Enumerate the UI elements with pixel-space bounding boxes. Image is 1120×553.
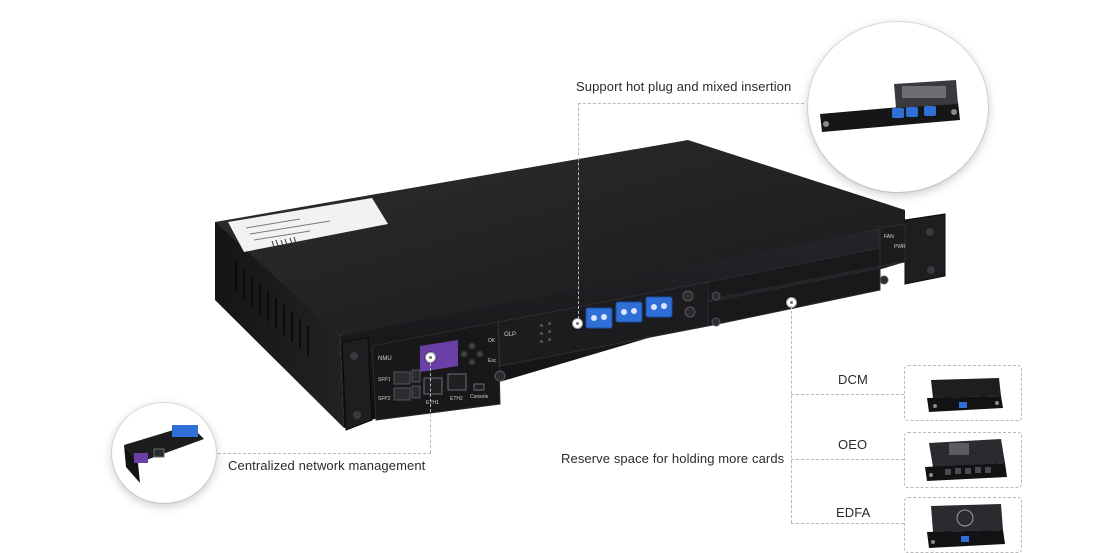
edfa-card-image — [927, 504, 1005, 548]
eth1-port — [423, 377, 443, 395]
card-label-oeo: OEO — [838, 437, 868, 452]
side-vents — [235, 262, 309, 356]
ok-label: OK — [488, 338, 496, 344]
hot-plug-card-image — [820, 80, 960, 132]
nmu-label: NMU — [378, 356, 392, 362]
hot-plug-leader-v — [578, 103, 579, 319]
sticker-barcode — [271, 236, 297, 248]
nmu-leader-h — [213, 453, 431, 454]
nmu-card-image — [124, 425, 204, 483]
oeo-card-image — [925, 439, 1007, 481]
edfa-card-box[interactable] — [904, 497, 1022, 553]
reserve-leader-v — [791, 306, 792, 523]
rack-ear-left — [341, 337, 373, 431]
pwr-fan-module — [879, 223, 906, 267]
sfp-port-2 — [393, 387, 411, 401]
callout-network-management: Centralized network management — [228, 458, 426, 473]
nmu-leader-v — [430, 363, 431, 453]
esc-label: Esc — [488, 358, 497, 364]
hot-plug-zoom-circle — [808, 22, 988, 192]
callout-hot-plug: Support hot plug and mixed insertion — [576, 79, 792, 94]
hot-plug-leader-h — [578, 103, 804, 104]
sfp2-label: SFP2 — [378, 396, 391, 402]
nmu-marker[interactable] — [425, 352, 436, 363]
status-leds — [540, 322, 551, 343]
olp-label: OLP — [504, 332, 516, 338]
chassis-top-panel — [215, 140, 905, 336]
reserve-leader-dcm — [791, 394, 904, 395]
eth1-label: ETH1 — [426, 400, 439, 406]
console-port — [473, 383, 485, 391]
card-label-dcm: DCM — [838, 372, 868, 387]
lcd-screen — [420, 340, 458, 372]
rack-ear-right — [904, 213, 946, 285]
card-label-edfa: EDFA — [836, 505, 871, 520]
nmu-zoom-circle — [112, 403, 216, 503]
lc-connectors — [585, 296, 673, 329]
eth2-port — [447, 373, 467, 391]
reserve-leader-oeo — [791, 459, 904, 460]
eth2-label: ETH2 — [450, 396, 463, 402]
sfp-port-1 — [393, 371, 411, 385]
console-label: Console — [470, 394, 489, 400]
dcm-card-box[interactable] — [904, 365, 1022, 421]
oeo-card-box[interactable] — [904, 432, 1022, 488]
dcm-card-image — [927, 378, 1003, 412]
sfp1-label: SFP1 — [378, 377, 391, 383]
chassis-left-side — [215, 222, 344, 428]
pwr-label: PWR — [894, 244, 906, 250]
reserve-leader-edfa — [791, 523, 904, 524]
hot-plug-marker[interactable] — [572, 318, 583, 329]
fan-label: FAN — [884, 234, 894, 240]
callout-reserve-space: Reserve space for holding more cards — [561, 451, 785, 466]
